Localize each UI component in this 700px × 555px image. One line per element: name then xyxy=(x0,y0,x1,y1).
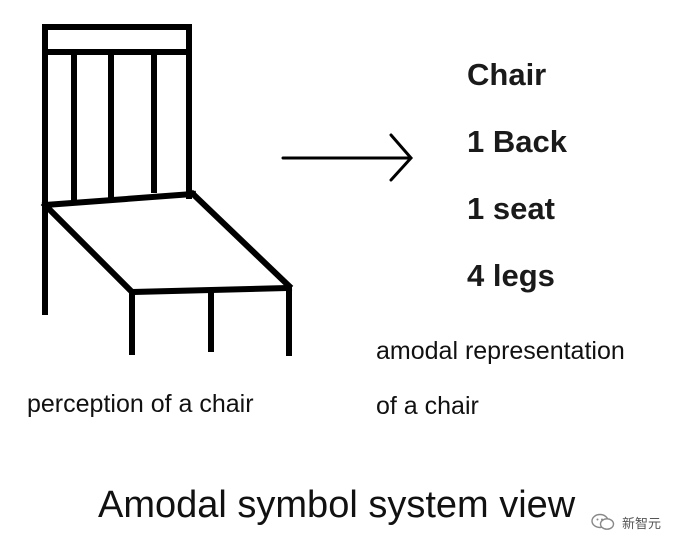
amodal-item: 4 legs xyxy=(467,258,555,293)
watermark-text: 新智元 xyxy=(622,516,662,532)
amodal-item: 1 Back xyxy=(467,124,567,159)
amodal-item: Chair xyxy=(467,57,547,92)
wechat-logo-icon xyxy=(591,513,615,530)
chair-seat-left-edge xyxy=(40,200,137,297)
left-caption: perception of a chair xyxy=(27,390,254,418)
chair-seat-right-edge xyxy=(188,189,294,291)
right-caption-line: amodal representation xyxy=(376,337,625,365)
chair-seat-back-edge xyxy=(41,190,197,209)
right-caption-line: of a chair xyxy=(376,392,479,420)
amodal-item: 1 seat xyxy=(467,191,555,226)
arrow-icon xyxy=(281,133,414,182)
diagram-title: Amodal symbol system view xyxy=(98,484,576,526)
watermark: 新智元 xyxy=(590,512,661,532)
